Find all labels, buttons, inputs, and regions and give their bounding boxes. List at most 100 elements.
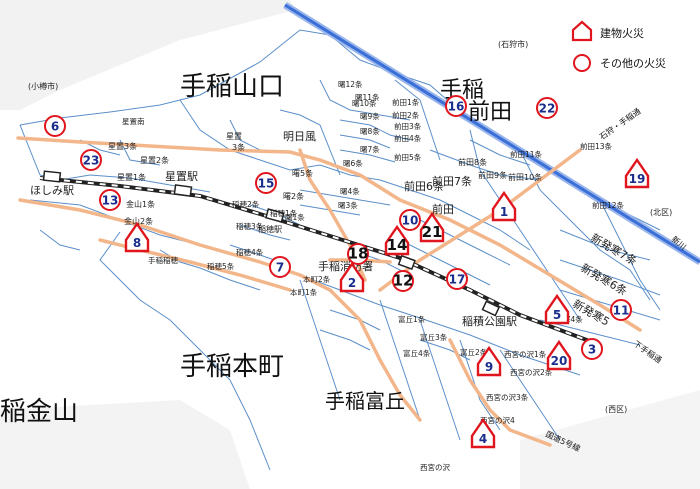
building-fire-icon xyxy=(476,345,502,377)
incident-marker-1: 1 xyxy=(491,190,517,222)
building-fire-icon xyxy=(124,221,150,253)
building-fire-icon xyxy=(470,417,496,449)
neighbor-kita: (北区) xyxy=(650,208,672,217)
street-label: 富丘4条 xyxy=(403,348,431,358)
incident-number: 14 xyxy=(387,236,408,254)
incident-marker-4: 4 xyxy=(470,417,496,449)
other-fire-icon xyxy=(610,299,632,321)
legend-other-fire-label: その他の火災 xyxy=(600,57,666,70)
incident-number: 22 xyxy=(539,102,556,116)
other-fire-icon xyxy=(399,209,421,231)
incident-marker-20: 20 xyxy=(546,339,572,371)
street-label: 曙2条 xyxy=(283,191,304,201)
street-label: 西宮の沢3条 xyxy=(486,392,529,402)
incident-marker-3: 3 xyxy=(581,338,603,360)
other-fire-icon xyxy=(445,95,467,117)
incident-marker-11: 11 xyxy=(610,299,632,321)
building-fire-icon xyxy=(624,157,650,189)
building-fire-icon xyxy=(384,224,410,256)
district-maeda-bottom: 前田 xyxy=(468,100,512,125)
street-label: 前田12条 xyxy=(592,200,625,210)
street-label: 稲穂4条 xyxy=(236,247,264,257)
street-label: 曙11条 xyxy=(355,92,380,102)
neighbor-otaru: (小樽市) xyxy=(28,81,58,91)
street-label: 前田3条 xyxy=(394,121,422,131)
street-label: 曙5条 xyxy=(292,168,313,178)
incident-marker-6: 6 xyxy=(44,115,66,137)
incident-number: 20 xyxy=(551,354,568,368)
incident-number: 7 xyxy=(276,261,284,275)
incident-number: 10 xyxy=(402,214,419,228)
incident-number: 8 xyxy=(133,236,141,250)
district-kanayama: 稲金山 xyxy=(0,397,78,427)
label-teine-inaho: 手稲稲穂 xyxy=(148,255,178,265)
incident-marker-10: 10 xyxy=(399,209,421,231)
district-tomioka: 手稲富丘 xyxy=(325,389,405,413)
other-fire-icon xyxy=(80,149,102,171)
incident-number: 4 xyxy=(479,432,487,446)
incident-marker-12: 12 xyxy=(392,270,414,292)
street-label: 星置1条 xyxy=(117,172,146,182)
building-fire-icon xyxy=(491,190,517,222)
other-fire-icon xyxy=(269,256,291,278)
incident-number: 19 xyxy=(629,172,646,186)
neighbor-ishikari: (石狩市) xyxy=(498,39,528,49)
incident-marker-21: 21 xyxy=(419,211,445,243)
district-boundaries xyxy=(19,29,661,471)
incident-number: 11 xyxy=(613,304,630,318)
incident-number: 15 xyxy=(258,177,275,191)
incident-number: 6 xyxy=(51,120,59,134)
street-label: 西宮の沢4 xyxy=(480,415,515,425)
street-label: 前田4条 xyxy=(394,133,422,143)
incident-marker-8: 8 xyxy=(124,221,150,253)
street-label: 曙6条 xyxy=(343,158,363,168)
district-akebono: 明日風 xyxy=(283,130,316,143)
street-label: 曙10条 xyxy=(352,98,377,108)
other-fire-icon xyxy=(536,97,558,119)
district-honcho: 手稲本町 xyxy=(180,352,284,382)
district-labels: 手稲山口 手稲 前田 明日風 手稲本町 手稲富丘 稲金山 xyxy=(0,72,512,427)
building-fire-icon xyxy=(419,211,445,243)
other-fire-icon xyxy=(392,270,414,292)
label-hoshioki-station: 星置駅 xyxy=(165,170,198,183)
street-label: 星置3条 xyxy=(108,141,137,151)
street-label: 前田 xyxy=(432,202,454,216)
street-label: 富丘2条 xyxy=(460,347,488,357)
other-fire-icon xyxy=(446,268,468,290)
legend-building-fire-label: 建物火災 xyxy=(600,26,644,40)
street-label: 曙4条 xyxy=(340,186,360,196)
building-fire-icon xyxy=(544,293,570,325)
street-label: 西宮の沢1条 xyxy=(504,349,547,359)
incident-number: 23 xyxy=(83,154,100,168)
street-label: 金山1条 xyxy=(126,199,155,209)
incident-marker-19: 19 xyxy=(624,157,650,189)
street-label: 前田1条 xyxy=(392,97,420,107)
street-label: 本町1条 xyxy=(290,287,318,297)
legend: 建物火災 その他の火災 xyxy=(571,20,666,72)
street-label: 前田7条 xyxy=(432,174,472,188)
street-label: 曙8条 xyxy=(360,126,380,136)
street-label: 富丘1条 xyxy=(398,314,426,324)
incident-marker-15: 15 xyxy=(255,172,277,194)
street-label: 前田6条 xyxy=(404,179,444,193)
incident-number: 2 xyxy=(348,276,356,290)
street-label: 曙1条 xyxy=(285,212,305,222)
incident-marker-16: 16 xyxy=(445,95,467,117)
street-label: 前田9条 xyxy=(478,170,507,180)
label-inaho-5: 稲穂5条 xyxy=(207,261,235,271)
street-label: 曙9条 xyxy=(360,111,380,121)
incident-marker-13: 13 xyxy=(99,189,121,211)
street-label: 曙7条 xyxy=(360,144,380,154)
street-label: 本町2条 xyxy=(303,274,331,284)
label-inaho-station: 稲穂駅 xyxy=(258,224,282,234)
incident-number: 5 xyxy=(553,308,561,322)
street-label: 前田8条 xyxy=(458,157,487,167)
incident-number: 16 xyxy=(448,100,465,114)
street-label: 前田11条 xyxy=(510,149,543,159)
incident-number: 3 xyxy=(588,343,596,357)
neighbor-nishi: (西区) xyxy=(605,405,627,414)
neighbor-labels: (小樽市) (石狩市) (北区) (西区) xyxy=(28,39,672,414)
incident-marker-7: 7 xyxy=(269,256,291,278)
